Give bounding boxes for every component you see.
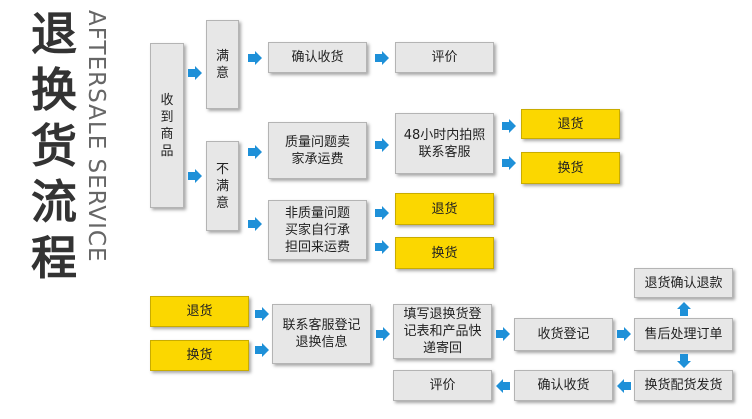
receipt-register-label: 收货登记 [537, 327, 590, 342]
photo-contact-box: 48小时内拍照联系客服 [395, 113, 494, 174]
confirm-receipt-bottom-label: 确认收货 [537, 378, 590, 393]
review-bottom-box: 评价 [393, 370, 492, 401]
confirm-receipt-bottom-box: 确认收货 [514, 370, 613, 401]
arrow-right-icon [375, 206, 389, 220]
exchange-mid-label: 换货 [431, 245, 458, 261]
return-top-box: 退货 [521, 109, 620, 139]
return-bottom-box: 退货 [150, 296, 249, 327]
not-satisfied-box: 不满意 [206, 141, 239, 231]
arrow-right-icon [255, 343, 269, 357]
arrow-right-icon [375, 138, 389, 152]
return-mid-box: 退货 [395, 193, 494, 225]
not-satisfied-label: 不满意 [215, 161, 229, 211]
exchange-bottom-box: 换货 [150, 340, 249, 371]
arrow-right-icon [496, 327, 510, 341]
confirm-receipt-top-label: 确认收货 [291, 50, 344, 65]
page-subtitle: AFTERSALE SERVICE [83, 10, 109, 263]
arrow-up-icon [677, 302, 691, 316]
receive-label: 收到商品 [160, 92, 174, 159]
refund-confirm-box: 退货确认退款 [634, 268, 733, 298]
receipt-register-box: 收货登记 [514, 318, 613, 351]
contact-register-box: 联系客服登记退换信息 [272, 304, 371, 364]
arrow-right-icon [502, 119, 516, 133]
review-top-box: 评价 [395, 42, 494, 73]
arrow-right-icon [248, 145, 262, 159]
arrow-right-icon [248, 217, 262, 231]
arrow-right-icon [255, 307, 269, 321]
arrow-right-icon [375, 51, 389, 65]
arrow-right-icon [375, 240, 389, 254]
exchange-top-box: 换货 [521, 152, 620, 184]
non-quality-box: 非质量问题买家自行承担回来运费 [268, 200, 367, 260]
refund-confirm-label: 退货确认退款 [644, 275, 723, 291]
arrow-down-icon [677, 354, 691, 368]
arrow-right-icon [188, 66, 202, 80]
contact-register-label: 联系客服登记退换信息 [282, 318, 361, 350]
arrow-right-icon [502, 156, 516, 170]
fill-form-label: 填写退换货登记表和产品快递寄回 [403, 307, 482, 356]
aftersale-process-box: 售后处理订单 [634, 318, 733, 351]
arrow-right-icon [376, 327, 390, 341]
ship-exchange-label: 换货配货发货 [644, 378, 723, 393]
arrow-right-icon [617, 327, 631, 341]
receive-box: 收到商品 [150, 43, 184, 208]
quality-issue-box: 质量问题卖家承运费 [268, 122, 367, 179]
exchange-mid-box: 换货 [395, 237, 494, 269]
exchange-top-label: 换货 [557, 160, 584, 176]
exchange-bottom-label: 换货 [186, 348, 213, 363]
review-top-label: 评价 [431, 50, 458, 65]
arrow-left-icon [617, 379, 631, 393]
non-quality-label: 非质量问题买家自行承担回来运费 [284, 205, 350, 255]
satisfied-label: 满意 [215, 48, 229, 81]
return-mid-label: 退货 [431, 201, 458, 217]
quality-issue-label: 质量问题卖家承运费 [284, 134, 350, 167]
fill-form-box: 填写退换货登记表和产品快递寄回 [393, 304, 492, 359]
aftersale-process-label: 售后处理订单 [644, 327, 723, 342]
return-top-label: 退货 [557, 116, 584, 132]
confirm-receipt-top-box: 确认收货 [268, 42, 367, 73]
arrow-right-icon [188, 169, 202, 183]
arrow-right-icon [248, 51, 262, 65]
review-bottom-label: 评价 [429, 378, 456, 393]
arrow-left-icon [496, 379, 510, 393]
page-title: 退换货流程 [31, 7, 77, 285]
satisfied-box: 满意 [206, 20, 239, 109]
ship-exchange-box: 换货配货发货 [634, 370, 733, 401]
photo-contact-label: 48小时内拍照联系客服 [403, 127, 486, 160]
return-bottom-label: 退货 [186, 304, 213, 319]
